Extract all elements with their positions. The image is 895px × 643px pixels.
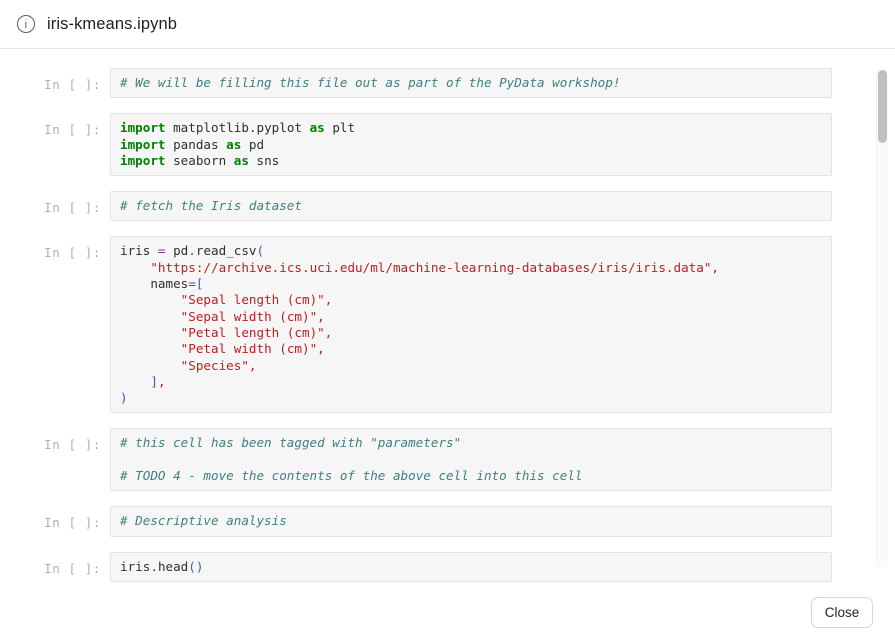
notebook-cell[interactable]: In [ ]: iris = pd.read_csv( "https://arc… [0,236,895,414]
notebook-cell[interactable]: In [ ]: import matplotlib.pyplot as plt … [0,113,895,177]
notebook-cell[interactable]: In [ ]: # this cell has been tagged with… [0,428,895,492]
cell-prompt: In [ ]: [44,560,101,576]
cell-source[interactable]: # fetch the Iris dataset [120,198,302,214]
cell-input-area[interactable]: iris = pd.read_csv( "https://archive.ics… [110,236,832,414]
cell-input-area[interactable]: # We will be filling this file out as pa… [110,68,832,99]
cell-source[interactable]: import matplotlib.pyplot as plt import p… [120,120,356,168]
notebook-cell-list: In [ ]: # We will be filling this file o… [0,50,895,582]
vertical-scrollbar[interactable] [876,68,888,568]
cell-source[interactable]: iris.head() [120,558,204,574]
close-button[interactable]: Close [811,597,873,628]
notebook-cell[interactable]: In [ ]: # Descriptive analysis [0,506,895,537]
notebook-scroll-container[interactable]: In [ ]: # We will be filling this file o… [0,50,895,643]
cell-prompt: In [ ]: [44,437,101,453]
cell-source[interactable]: # this cell has been tagged with "parame… [120,435,583,484]
cell-prompt: In [ ]: [44,122,101,138]
page-title: iris-kmeans.ipynb [47,14,178,33]
cell-source[interactable]: # Descriptive analysis [120,513,287,529]
cell-prompt: In [ ]: [44,245,101,261]
scrollbar-thumb[interactable] [878,70,887,143]
cell-input-area[interactable]: import matplotlib.pyplot as plt import p… [110,113,832,177]
cell-prompt: In [ ]: [44,200,101,216]
info-circle-icon [17,15,35,33]
cell-input-area[interactable]: iris.head() [110,551,832,582]
cell-input-area[interactable]: # this cell has been tagged with "parame… [110,428,832,492]
notebook-cell[interactable]: In [ ]: # We will be filling this file o… [0,68,895,99]
cell-source[interactable]: # We will be filling this file out as pa… [120,75,621,90]
title-bar: iris-kmeans.ipynb [0,0,895,49]
notebook-cell[interactable]: In [ ]: # fetch the Iris dataset [0,191,895,222]
cell-input-area[interactable]: # Descriptive analysis [110,506,832,537]
notebook-cell[interactable]: In [ ]: iris.head() [0,551,895,582]
cell-source[interactable]: iris = pd.read_csv( "https://archive.ics… [120,243,720,406]
cell-prompt: In [ ]: [44,515,101,531]
cell-input-area[interactable]: # fetch the Iris dataset [110,191,832,222]
cell-prompt: In [ ]: [44,77,101,92]
